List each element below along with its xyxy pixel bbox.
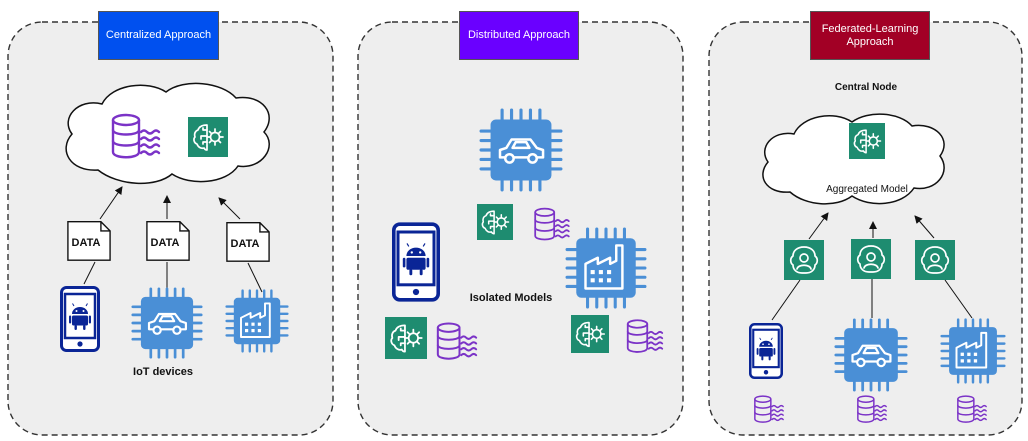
data-label-2: DATA: [151, 237, 180, 249]
arrow-model-to-cloud-3: [914, 215, 935, 239]
car-chip-icon: [479, 108, 563, 192]
arrow-data-to-cloud-1: [99, 186, 123, 220]
distributed-panel: Isolated Models: [357, 21, 684, 436]
centralized-panel: DATA DATA DATA IoT devices: [7, 21, 334, 436]
ml-brain-gear-icon: [477, 204, 513, 240]
ml-brain-gear-icon: [571, 315, 609, 353]
distributed-title: Distributed Approach: [467, 29, 571, 41]
factory-chip-icon: [940, 318, 1006, 384]
car-chip-icon: [834, 318, 908, 392]
federated-cloud: [762, 113, 945, 205]
isolated-models-label: Isolated Models: [470, 292, 553, 304]
ml-brain-gear-icon: [849, 123, 885, 159]
arrow-data-to-cloud-3: [218, 197, 241, 220]
distributed-title-box: Distributed Approach: [459, 11, 579, 60]
factory-chip-icon: [225, 289, 289, 353]
federated-model-icon: [851, 239, 891, 279]
centralized-cloud: [65, 82, 270, 184]
arrow-model-to-cloud-1: [808, 212, 829, 240]
aggregated-model-label: Aggregated Model: [826, 184, 908, 195]
ml-brain-gear-icon: [188, 117, 228, 157]
centralized-title: Centralized Approach: [105, 29, 212, 41]
android-phone-icon: [60, 286, 100, 352]
data-document-3: DATA: [226, 222, 270, 262]
car-chip-icon: [131, 287, 203, 359]
centralized-title-box: Centralized Approach: [98, 11, 219, 60]
data-document-1: DATA: [67, 221, 111, 261]
federated-title-line2: Approach: [846, 35, 894, 48]
data-label-1: DATA: [72, 237, 101, 249]
ml-brain-gear-icon: [385, 317, 427, 359]
federated-title-box: Federated-Learning Approach: [810, 11, 930, 60]
factory-chip-icon: [565, 227, 647, 309]
link-phone-data: [83, 261, 96, 285]
federated-model-icon: [784, 240, 824, 280]
data-document-2: DATA: [146, 221, 190, 261]
central-node-label: Central Node: [835, 82, 898, 93]
link-factory-model: [944, 279, 973, 319]
android-phone-icon: [749, 322, 783, 380]
data-label-3: DATA: [231, 238, 260, 250]
link-phone-model: [771, 279, 801, 321]
federated-panel: Central Node Aggregated Model: [708, 21, 1023, 436]
link-factory-data: [247, 262, 263, 293]
federated-model-icon: [915, 240, 955, 280]
iot-devices-label: IoT devices: [133, 366, 193, 378]
android-phone-icon: [392, 222, 440, 302]
federated-title-line1: Federated-Learning: [821, 22, 919, 35]
